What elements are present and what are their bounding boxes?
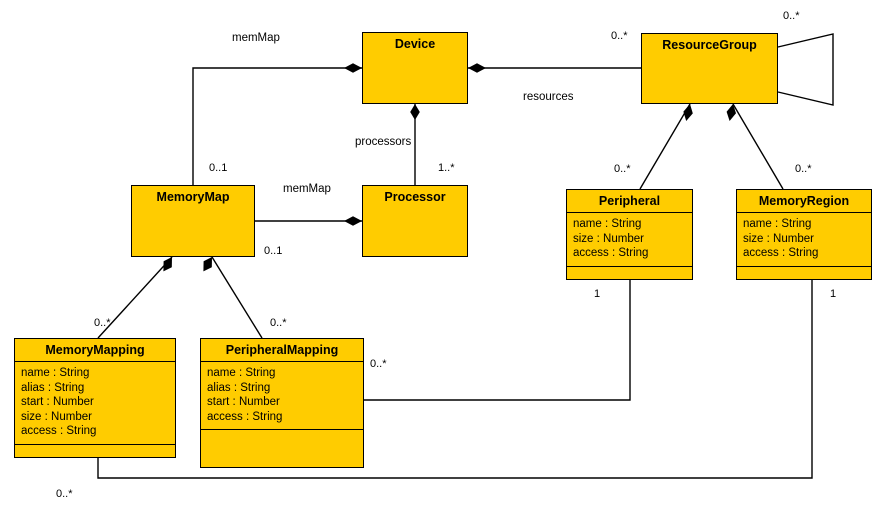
compartment-divider [15,443,175,445]
compartment-divider [15,361,175,362]
class-box-peripheral[interactable]: Peripheral name : String size : Number a… [566,189,693,280]
class-name-memorymap: MemoryMap [156,190,230,204]
multiplicity-peripheralmapping-right: 0..* [370,358,387,370]
compartment-divider [201,429,363,431]
attribute-row: size : Number [573,232,644,245]
attribute-row: alias : String [21,381,85,394]
attribute-row: size : Number [743,232,814,245]
multiplicity-memorymap-processor: 0..1 [264,245,283,257]
class-box-processor[interactable]: Processor [362,185,468,257]
multiplicity-memorymapping-bottom: 0..* [56,488,73,500]
multiplicity-memoryregion-resourcegroup: 0..* [795,163,812,175]
edge-memorymap-processor [255,216,362,226]
edge-memorymapping-memoryregion [97,280,813,479]
class-name-peripheral: Peripheral [598,194,661,208]
edge-device-resourcegroup [468,63,641,73]
edge-memorymap-peripheralmapping [203,256,263,339]
class-box-memorymap[interactable]: MemoryMap [131,185,255,257]
class-attributes-peripheral: name : String size : Number access : Str… [567,213,692,266]
edge-label-memmap-processor: memMap [283,183,331,195]
class-operations-peripheralmapping [201,430,363,444]
attribute-row: access : String [207,410,283,423]
compartment-divider [737,265,871,267]
attribute-row: name : String [573,218,642,230]
multiplicity-device-resourcegroup: 0..* [611,30,628,42]
class-attributes-memoryregion: name : String size : Number access : Str… [737,213,871,266]
attribute-row: access : String [743,247,819,260]
attribute-row: start : Number [207,396,280,409]
class-attributes-memorymapping: name : String alias : String start : Num… [15,362,175,444]
class-box-memorymapping[interactable]: MemoryMapping name : String alias : Stri… [14,338,176,458]
class-operations-peripheral [567,267,692,281]
multiplicity-peripheral-resourcegroup: 0..* [614,163,631,175]
multiplicity-peripheral-bottom: 1 [594,288,601,300]
class-box-resourcegroup[interactable]: ResourceGroup [641,33,778,104]
edge-device-memorymap [192,63,362,185]
multiplicity-processor-device: 1..* [438,162,455,174]
attribute-row: access : String [573,247,649,260]
multiplicity-resourcegroup-self: 0..* [783,10,800,22]
edge-peripheralmapping-peripheral [364,280,631,401]
multiplicity-memorymap-device: 0..1 [209,162,228,174]
attribute-row: start : Number [21,396,94,409]
multiplicity-memoryregion-bottom: 1 [830,288,837,300]
class-operations-memoryregion [737,267,871,281]
class-name-memoryregion: MemoryRegion [758,194,850,208]
class-name-processor: Processor [384,190,446,204]
edge-resourcegroup-peripheral [639,103,693,190]
attribute-row: name : String [21,367,90,379]
class-box-memoryregion[interactable]: MemoryRegion name : String size : Number… [736,189,872,280]
compartment-divider [567,212,692,213]
edge-device-processor [410,104,420,185]
edge-label-processors: processors [355,136,412,148]
edge-label-resources: resources [523,91,574,103]
attribute-row: name : String [207,367,276,379]
class-name-memorymapping: MemoryMapping [45,343,145,357]
attribute-row: alias : String [207,381,271,394]
multiplicity-peripheralmapping-top: 0..* [270,317,287,329]
compartment-divider [567,265,692,267]
class-name-device: Device [394,37,436,51]
edge-label-memmap-device: memMap [232,32,280,44]
edge-resourcegroup-memoryregion [726,103,784,190]
class-name-peripheralmapping: PeripheralMapping [225,343,339,357]
class-attributes-peripheralmapping: name : String alias : String start : Num… [201,362,363,429]
class-box-device[interactable]: Device [362,32,468,104]
multiplicity-memorymapping-top: 0..* [94,317,111,329]
class-box-peripheralmapping[interactable]: PeripheralMapping name : String alias : … [200,338,364,468]
compartment-divider [737,212,871,213]
attribute-row: access : String [21,425,97,438]
attribute-row: name : String [743,218,812,230]
edge-memorymap-memorymapping [97,256,173,339]
attribute-row: size : Number [21,410,92,423]
compartment-divider [201,361,363,362]
class-operations-memorymapping [15,445,175,459]
class-name-resourcegroup: ResourceGroup [662,38,757,52]
